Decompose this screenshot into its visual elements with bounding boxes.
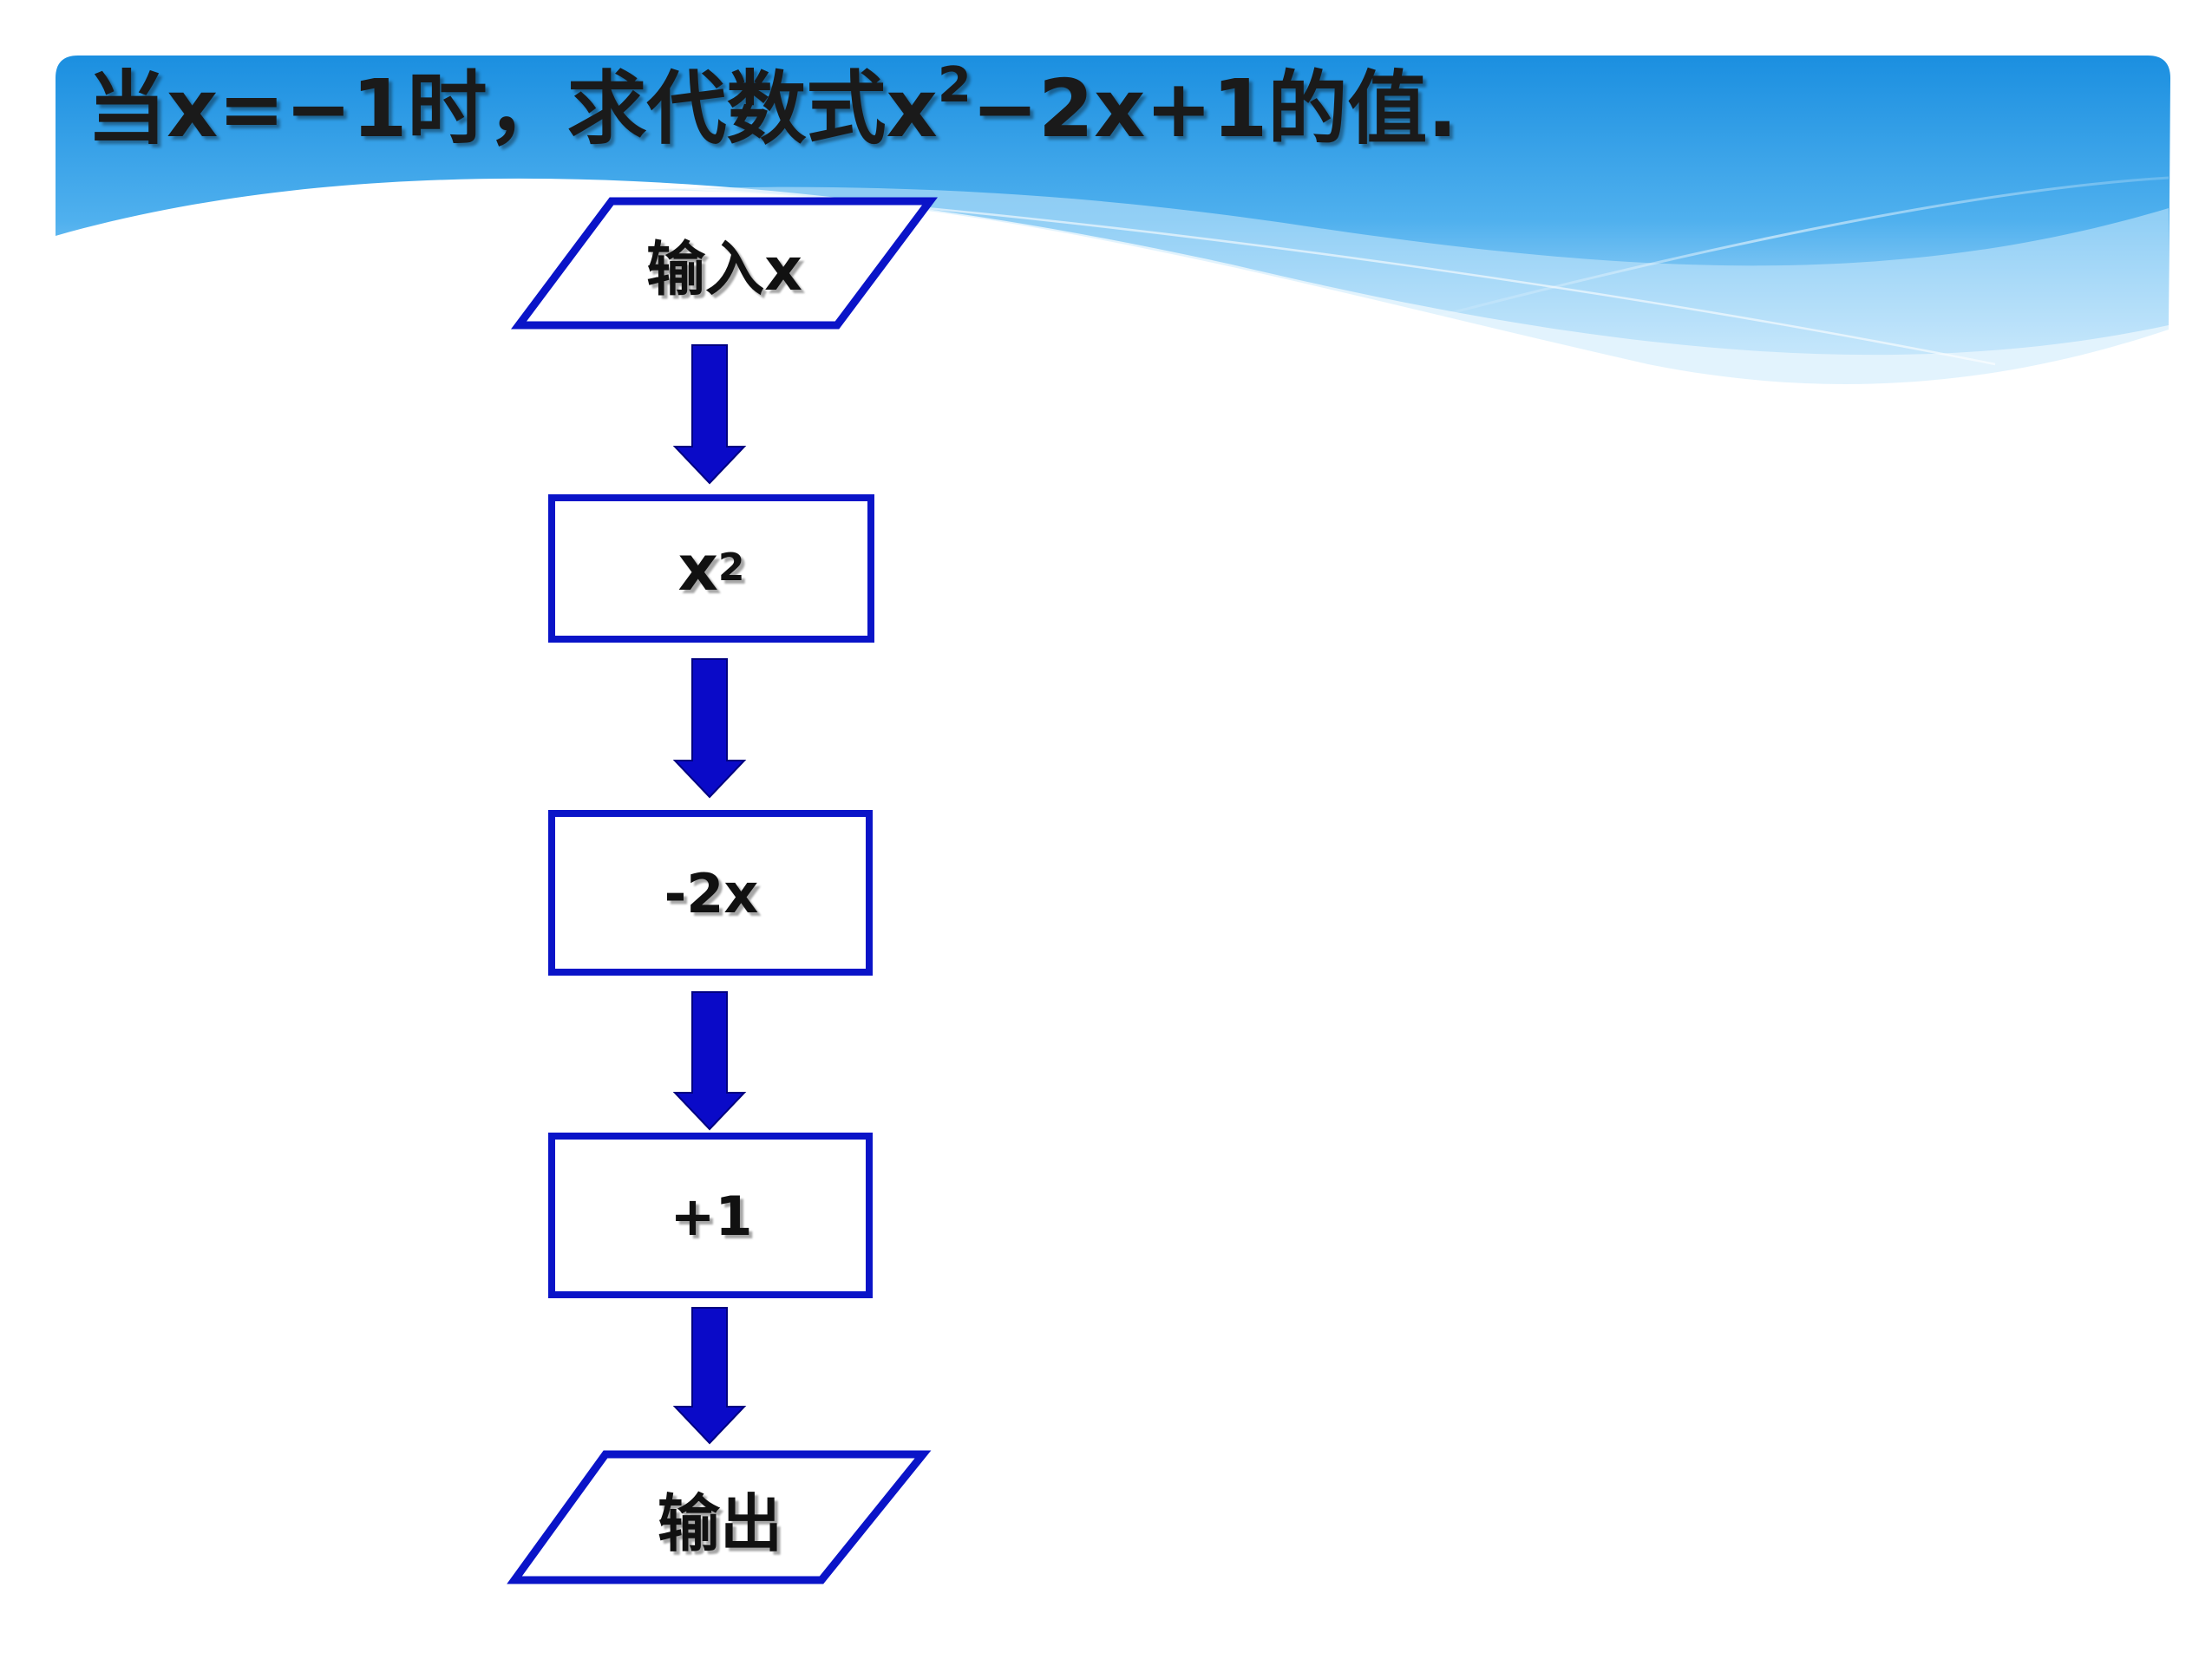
input-node-shape	[511, 197, 938, 330]
arrow-down-2	[672, 658, 747, 799]
square-node-shape	[548, 494, 874, 643]
title-suffix: −2x+1的值.	[971, 62, 1458, 155]
minus2x-node-shape	[548, 810, 873, 976]
slide-title: 当x=−1时，求代数式x2−2x+1的值.	[87, 57, 1457, 161]
arrow-down-4	[672, 1307, 747, 1445]
plus1-node-label: +1	[670, 1184, 753, 1248]
arrow-down-3	[672, 991, 747, 1131]
plus1-node-shape	[548, 1133, 873, 1298]
arrow-down-1	[672, 344, 747, 485]
title-exponent: 2	[937, 57, 972, 114]
output-node-label: 输出	[657, 1486, 782, 1560]
output-node-shape	[507, 1450, 932, 1584]
title-prefix: 当x=−1时，求代数式x	[87, 62, 938, 155]
minus2x-node-label: -2x	[664, 861, 759, 925]
input-node-label: 输入x	[646, 235, 802, 304]
